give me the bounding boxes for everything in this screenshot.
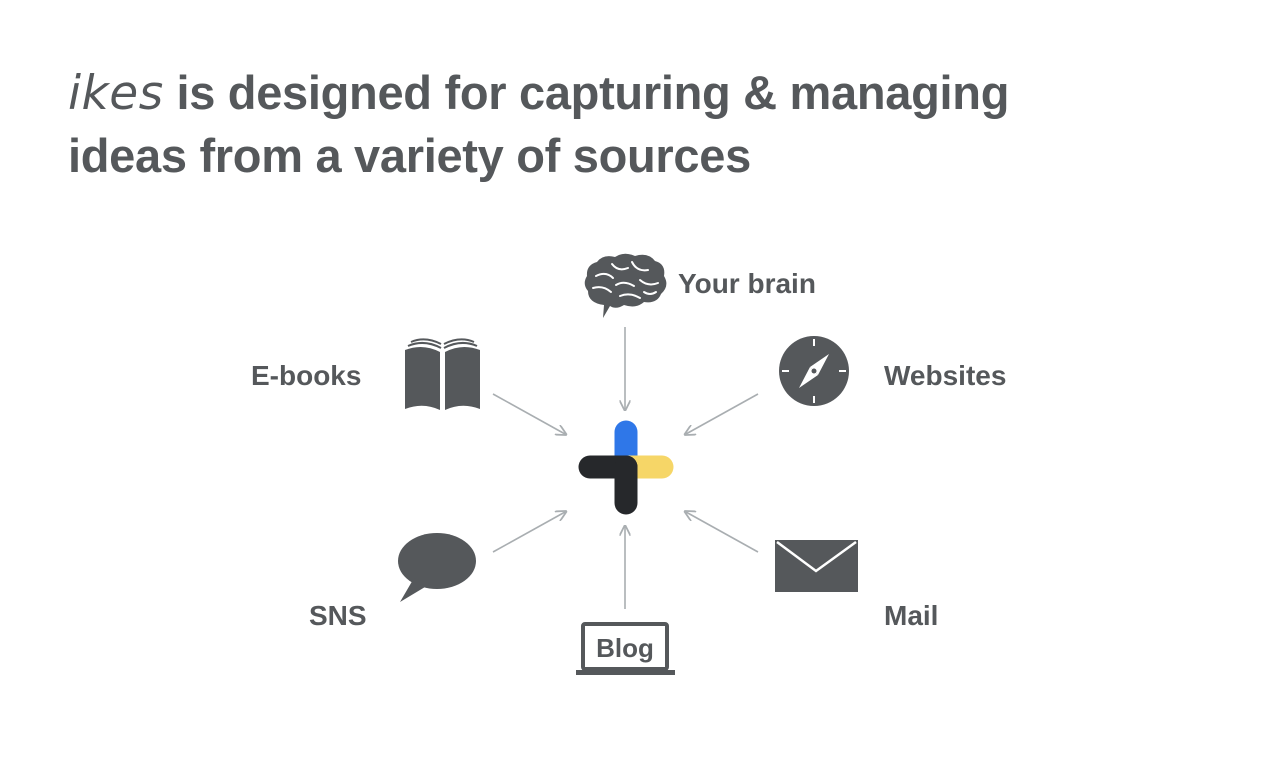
arrow-from-sns [492, 512, 565, 553]
title-line2: ideas from a variety of sources [68, 129, 751, 182]
label-sns: SNS [309, 600, 367, 631]
arrow-from-mail [686, 512, 759, 553]
arrow-from-ebooks [492, 393, 565, 434]
label-ebooks: E-books [251, 360, 362, 391]
label-websites: Websites [884, 360, 1007, 391]
brand-name: ikes [68, 66, 164, 121]
ikes-plus-logo [578, 420, 674, 515]
label-mail: Mail [884, 600, 939, 631]
label-your-brain: Your brain [678, 268, 816, 299]
blog-screen-label: Blog [596, 633, 654, 663]
speech-bubble-icon [398, 533, 476, 602]
book-icon [405, 338, 480, 410]
arrow-from-websites [686, 393, 759, 434]
laptop-icon: Blog [576, 622, 675, 675]
compass-icon [779, 336, 849, 406]
title-line1: is designed for capturing & managing [163, 66, 1010, 119]
arrows [492, 327, 759, 609]
page-title: ikes is designed for capturing & managin… [68, 62, 1009, 187]
envelope-icon [775, 540, 858, 592]
brain-icon [584, 253, 667, 318]
